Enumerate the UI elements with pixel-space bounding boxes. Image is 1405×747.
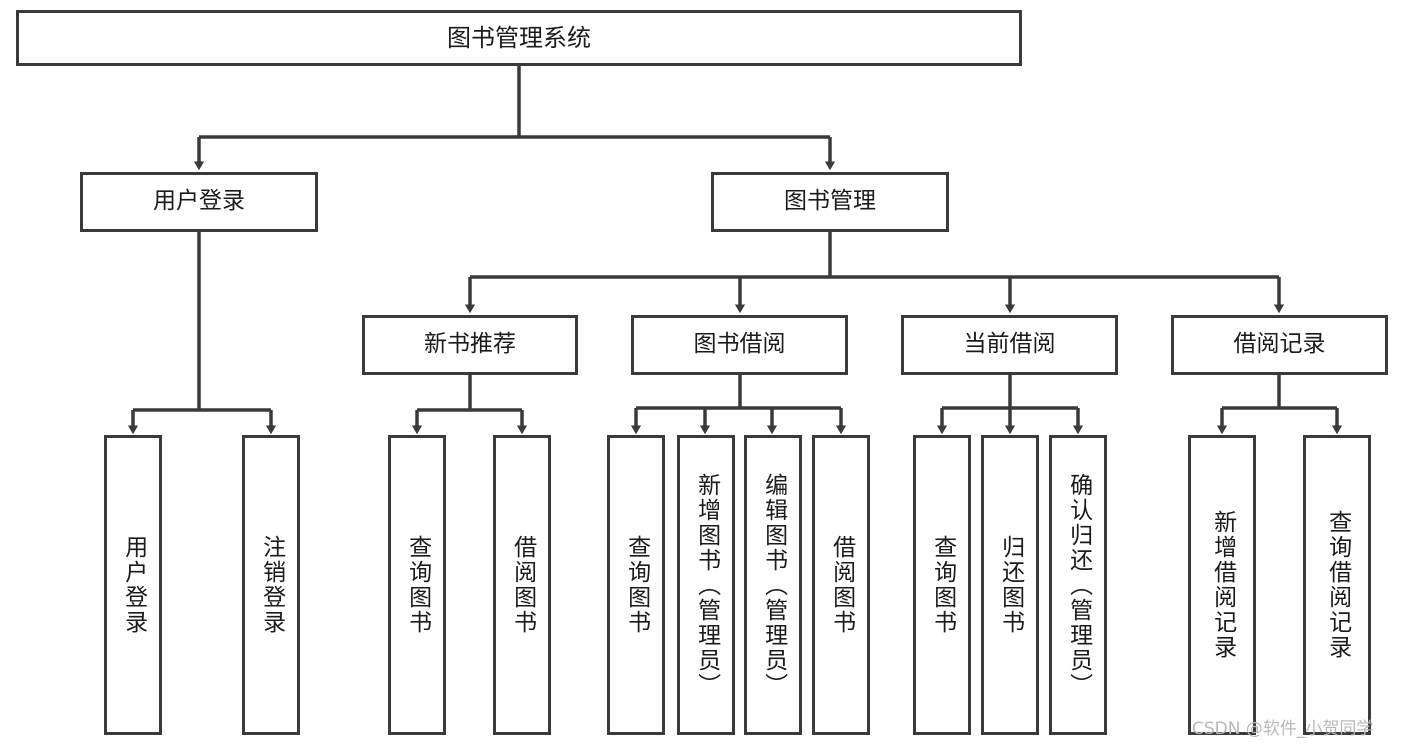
leaf-query-book-new-recommend[interactable]: 查询图书 bbox=[388, 435, 446, 735]
node-book-borrow[interactable]: 图书借阅 bbox=[631, 315, 848, 375]
csdn-watermark: CSDN @软件_小贺同学 bbox=[1192, 719, 1374, 739]
node-label: 新增图书（管理员） bbox=[693, 472, 720, 698]
leaf-user-login[interactable]: 用户登录 bbox=[104, 435, 162, 735]
leaf-borrow-book-new-recommend[interactable]: 借阅图书 bbox=[493, 435, 551, 735]
node-borrow-record[interactable]: 借阅记录 bbox=[1171, 315, 1388, 375]
leaf-query-borrow-record[interactable]: 查询借阅记录 bbox=[1303, 435, 1371, 735]
leaf-confirm-return[interactable]: 确认归还（管理员） bbox=[1049, 435, 1107, 735]
node-label: 当前借阅 bbox=[963, 331, 1056, 358]
node-label: 查询图书 bbox=[623, 535, 650, 635]
leaf-return-book[interactable]: 归还图书 bbox=[981, 435, 1039, 735]
leaf-query-book-current[interactable]: 查询图书 bbox=[913, 435, 971, 735]
leaf-add-borrow-record[interactable]: 新增借阅记录 bbox=[1188, 435, 1256, 735]
node-label: 图书管理 bbox=[784, 188, 876, 215]
node-label: 注销登录 bbox=[258, 535, 285, 635]
leaf-edit-book[interactable]: 编辑图书（管理员） bbox=[744, 435, 802, 735]
node-label: 确认归还（管理员） bbox=[1065, 472, 1092, 698]
node-label: 归还图书 bbox=[997, 535, 1024, 635]
node-book-management[interactable]: 图书管理 bbox=[711, 172, 949, 232]
node-label: 新增借阅记录 bbox=[1209, 510, 1236, 660]
node-label: 借阅图书 bbox=[509, 535, 536, 635]
node-label: 借阅记录 bbox=[1233, 331, 1326, 358]
node-label: 编辑图书（管理员） bbox=[760, 472, 787, 698]
node-current-borrow[interactable]: 当前借阅 bbox=[901, 315, 1118, 375]
node-label: 图书借阅 bbox=[693, 331, 786, 358]
node-label: 借阅图书 bbox=[828, 535, 855, 635]
node-root-book-management-system[interactable]: 图书管理系统 bbox=[16, 10, 1022, 66]
node-label: 图书管理系统 bbox=[447, 23, 591, 52]
node-label: 用户登录 bbox=[153, 188, 245, 215]
node-label: 查询借阅记录 bbox=[1324, 510, 1351, 660]
node-user-login[interactable]: 用户登录 bbox=[80, 172, 318, 232]
node-new-book-recommend[interactable]: 新书推荐 bbox=[362, 315, 578, 375]
leaf-logout-login[interactable]: 注销登录 bbox=[242, 435, 300, 735]
node-label: 查询图书 bbox=[404, 535, 431, 635]
leaf-add-book[interactable]: 新增图书（管理员） bbox=[677, 435, 735, 735]
leaf-borrow-book-borrow[interactable]: 借阅图书 bbox=[812, 435, 870, 735]
node-label: 用户登录 bbox=[120, 535, 147, 635]
node-label: 查询图书 bbox=[929, 535, 956, 635]
leaf-query-book-borrow[interactable]: 查询图书 bbox=[607, 435, 665, 735]
node-label: 新书推荐 bbox=[424, 331, 516, 358]
